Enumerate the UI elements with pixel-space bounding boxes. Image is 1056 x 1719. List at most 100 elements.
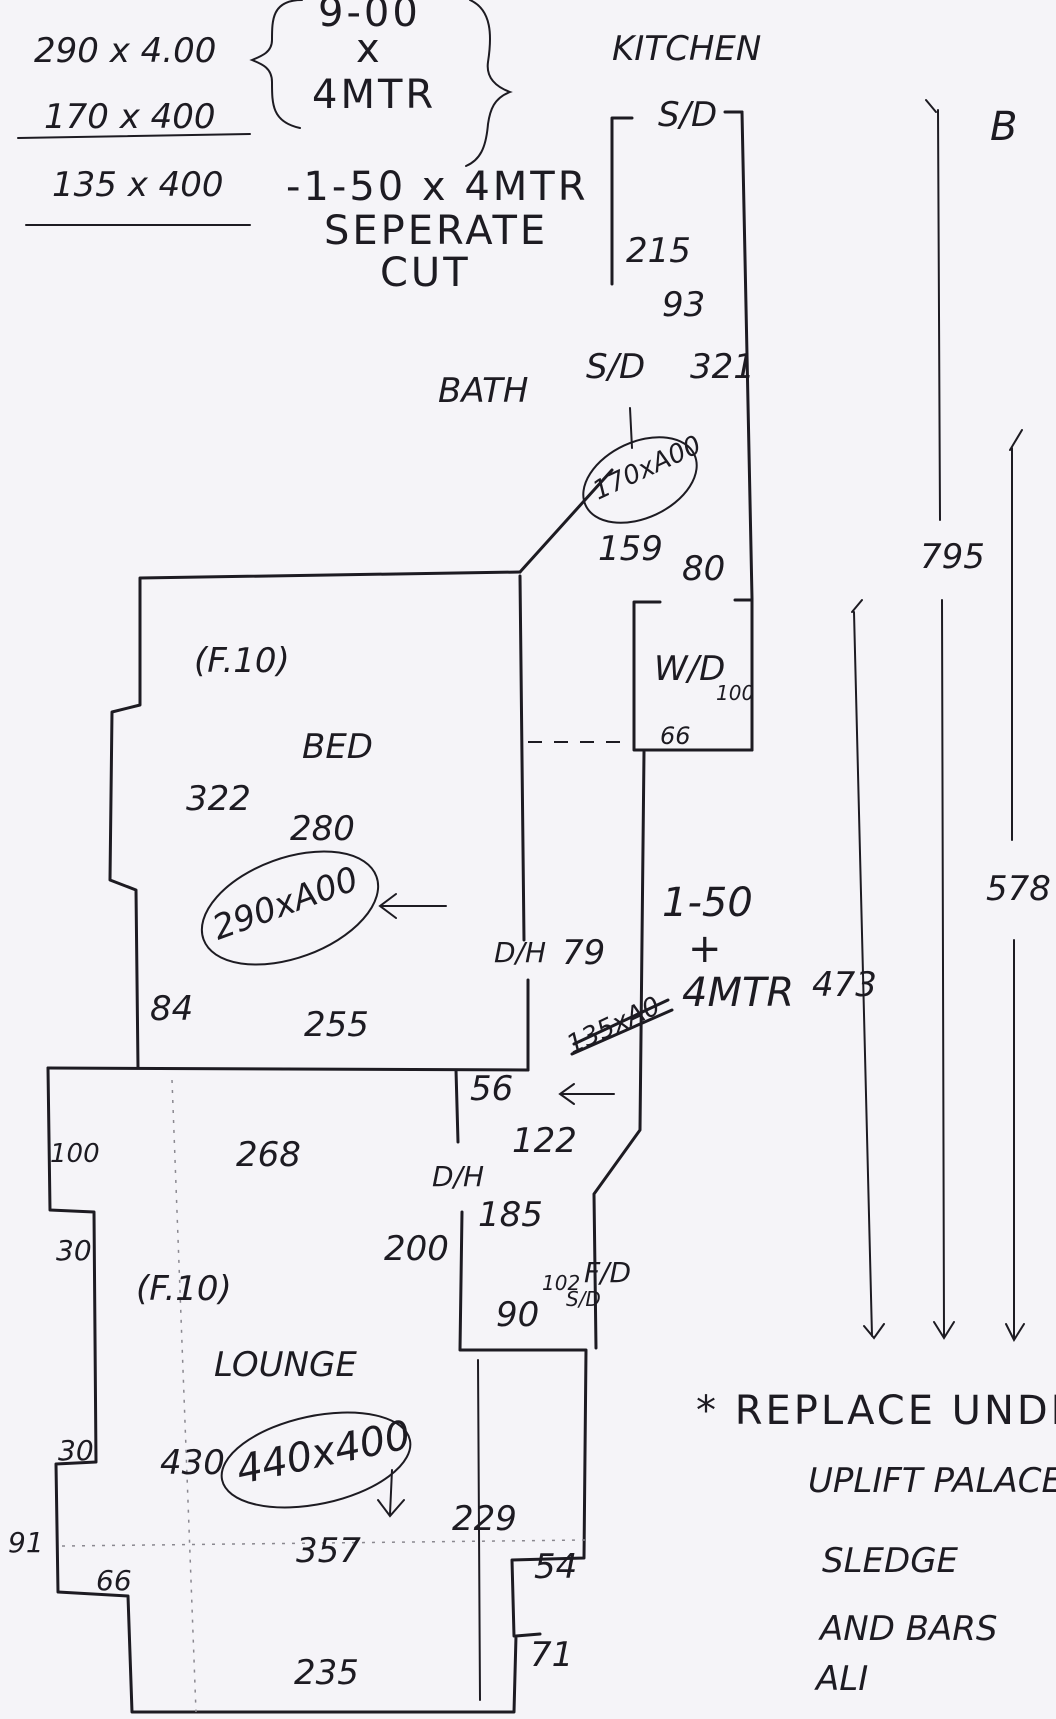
hall-size-line-3: 4MTR <box>682 970 794 1016</box>
kitchen-dim-93: 93 <box>662 285 705 325</box>
hall-size-line-1: 1-50 <box>662 880 753 926</box>
kitchen-size: 170xA00 <box>588 430 706 506</box>
bed-dim-84: 84 <box>150 989 193 1029</box>
bedroom-right-wall <box>518 574 526 942</box>
lounge-arrow <box>377 1469 405 1518</box>
lounge-left-wall <box>46 1066 542 1714</box>
hall-dim-473: 473 <box>812 965 877 1005</box>
hall-fd-label: F/D <box>584 1256 631 1289</box>
lounge-inner-wall <box>454 1068 460 1144</box>
cupboard-wall <box>458 1210 588 1638</box>
cut-row-1: 290 x 4.00 <box>34 31 216 71</box>
hall-dim-102: 102 <box>542 1271 580 1295</box>
bed-dim-255: 255 <box>304 1005 369 1045</box>
hall-dim-90: 90 <box>496 1295 539 1335</box>
dim-line-578 <box>1005 429 1025 1343</box>
hall-dim-122: 122 <box>512 1121 577 1161</box>
overall-dim-795: 795 <box>920 537 985 577</box>
brace-mid: x <box>356 26 383 72</box>
corner-letter: B <box>990 104 1017 150</box>
hall-arrow <box>558 1083 615 1105</box>
dim-line-473 <box>851 599 885 1340</box>
bed-dim-280: 280 <box>290 809 355 849</box>
wd-cupboard <box>632 600 754 752</box>
note-line-3: SLEDGE <box>822 1541 959 1581</box>
kitchen-dim-321: 321 <box>690 347 755 387</box>
hall-door-label: D/H <box>432 1160 484 1193</box>
bed-arrow <box>378 893 447 919</box>
hall-strike-2 <box>572 998 670 1046</box>
separate-line-2: CUT <box>380 250 471 296</box>
hall-right-wall <box>592 750 646 1350</box>
bed-door-label: D/H <box>494 936 546 969</box>
notes: * REPLACE UNDE UPLIFT PALACE SLEDGE AND … <box>696 1388 1056 1699</box>
lounge-dim-235: 235 <box>294 1653 359 1693</box>
lounge-dim-357: 357 <box>296 1531 361 1571</box>
kitchen-sd-mid: S/D <box>586 347 645 387</box>
cut-row-3: 135 x 400 <box>52 165 224 205</box>
lounge-dim-66: 66 <box>96 1564 132 1597</box>
overall-dim-578: 578 <box>986 869 1051 909</box>
separate-size: -1-50 x 4MTR <box>286 164 589 210</box>
corridor-left-wall <box>610 116 634 286</box>
brace-bottom: 4MTR <box>312 72 436 118</box>
corridor-right-wall <box>740 110 754 752</box>
lounge-dotted-2 <box>171 1079 197 1713</box>
hall-dim-185: 185 <box>478 1195 543 1235</box>
lounge-dim-54: 54 <box>534 1547 577 1587</box>
lounge-size: 440x400 <box>233 1412 415 1494</box>
lounge-divider <box>477 1359 481 1701</box>
plan-walls <box>46 110 754 1714</box>
bed-flat-label: (F.10) <box>194 641 290 681</box>
bed-dim-79: 79 <box>562 933 605 973</box>
lounge-dim-430: 430 <box>160 1443 225 1483</box>
lounge-top-wall <box>46 1066 530 1072</box>
bed-size: 290xA00 <box>207 859 363 948</box>
kitchen-size-ring <box>582 436 698 524</box>
separate-line-1: SEPERATE <box>324 208 548 254</box>
kitchen-label: KITCHEN <box>612 29 761 69</box>
lounge-dim-229: 229 <box>452 1499 517 1539</box>
lounge-label: LOUNGE <box>214 1345 357 1385</box>
lounge-dim-100: 100 <box>50 1139 100 1169</box>
note-line-4: AND BARS <box>818 1609 997 1649</box>
lounge-dim-71: 71 <box>530 1635 573 1675</box>
hall-sd-label: S/D <box>566 1287 601 1311</box>
kitchen-dim-159: 159 <box>598 529 663 569</box>
wd-label: W/D <box>654 649 725 689</box>
hall-strike-1 <box>570 1008 674 1056</box>
cut-row-2: 170 x 400 <box>44 97 216 137</box>
cut-underline-1 <box>17 133 251 139</box>
left-brace <box>249 0 303 129</box>
bedroom-outline <box>108 570 522 1070</box>
lounge-dim-30b: 30 <box>58 1434 94 1467</box>
lounge-dim-30a: 30 <box>56 1234 92 1267</box>
bed-label: BED <box>302 727 373 767</box>
dim-line-795 <box>925 99 955 1340</box>
lounge-dim-268: 268 <box>236 1135 301 1175</box>
hall-size-line-2: + <box>688 926 722 972</box>
lounge-dim-91: 91 <box>8 1526 44 1559</box>
note-line-2: UPLIFT PALACE <box>808 1461 1056 1501</box>
cut-list: 290 x 4.00 170 x 400 135 x 400 9-00 x 4M… <box>17 0 1017 296</box>
wd-dim-66: 66 <box>660 722 691 750</box>
hall-dim-56: 56 <box>470 1069 513 1109</box>
lounge-area: 100 268 200 30 (F.10) LOUNGE 30 430 440x… <box>8 1135 577 1693</box>
lounge-size-ring <box>220 1411 412 1509</box>
bed-size-ring <box>200 850 380 966</box>
kitchen-dim-215: 215 <box>626 231 691 271</box>
diagonal-wall <box>518 468 614 574</box>
lounge-dim-200: 200 <box>384 1229 449 1269</box>
overall-dimensions: 795 578 <box>851 99 1051 1343</box>
bedroom-area: (F.10) BED 322 280 290xA00 84 255 D/H 79 <box>150 641 605 1045</box>
right-brace <box>465 0 513 167</box>
bed-dim-322: 322 <box>186 779 251 819</box>
note-line-5: ALI <box>814 1659 868 1699</box>
kitchen-sd-top: S/D <box>658 95 717 135</box>
lounge-flat-label: (F.10) <box>136 1269 232 1309</box>
note-line-1: * REPLACE UNDE <box>696 1388 1056 1434</box>
kitchen-dim-80: 80 <box>682 549 725 589</box>
wd-dim-100: 100 <box>716 681 754 705</box>
lounge-dotted-1 <box>61 1539 587 1547</box>
